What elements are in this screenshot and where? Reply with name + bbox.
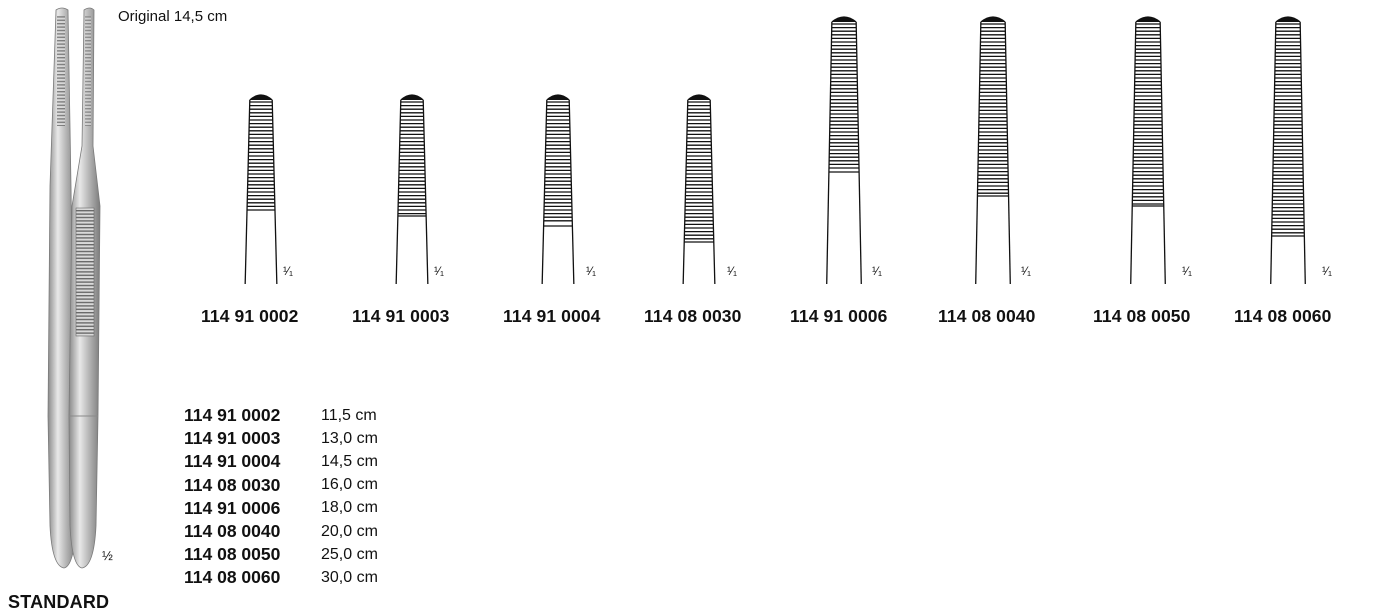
tip-drawing-3 [541,94,575,284]
tip-scale-mark-1: ¹⁄₁ [283,264,294,278]
size-length: 18,0 cm [321,499,378,517]
tip-code-1: 114 91 0002 [201,306,299,326]
size-code: 114 08 0030 [184,474,281,495]
size-code: 114 08 0060 [184,567,281,588]
size-row: 114 91 0002 11,5 cm [184,404,378,427]
tip-scale-mark-4: ¹⁄₁ [727,264,738,278]
tip-code-4: 114 08 0030 [644,306,742,326]
tip-code-5: 114 91 0006 [790,306,888,326]
size-length: 14,5 cm [321,452,378,470]
tip-drawing-5 [826,16,862,284]
tip-code-3: 114 91 0004 [503,306,601,326]
size-row: 114 08 0060 30,0 cm [184,566,378,589]
size-code: 114 08 0050 [184,544,281,565]
tip-drawing-6 [975,16,1011,284]
size-row: 114 91 0004 14,5 cm [184,450,378,473]
size-code: 114 91 0006 [184,497,281,518]
category-title: STANDARD [8,592,110,612]
size-length: 20,0 cm [321,522,378,540]
tip-drawing-8 [1270,16,1306,284]
tip-drawing-1 [244,94,278,284]
tip-code-8: 114 08 0060 [1234,306,1332,326]
tip-code-7: 114 08 0050 [1093,306,1191,326]
size-code: 114 91 0004 [184,451,281,472]
size-code: 114 91 0003 [184,428,281,449]
tip-code-6: 114 08 0040 [938,306,1036,326]
size-code: 114 08 0040 [184,521,281,542]
tip-scale-mark-2: ¹⁄₁ [434,264,445,278]
size-row: 114 91 0006 18,0 cm [184,497,378,520]
size-list: 114 91 0002 11,5 cm 114 91 0003 13,0 cm 11… [184,404,378,590]
tip-scale-mark-8: ¹⁄₁ [1322,264,1333,278]
tip-scale-mark-5: ¹⁄₁ [872,264,883,278]
size-row: 114 08 0050 25,0 cm [184,543,378,566]
size-length: 13,0 cm [321,429,378,447]
tip-drawing-2 [395,94,429,284]
tip-scale-mark-6: ¹⁄₁ [1021,264,1032,278]
overview-scale-mark: ½ [102,548,113,563]
size-length: 11,5 cm [321,406,377,424]
size-code: 114 91 0002 [184,405,281,426]
size-row: 114 08 0030 16,0 cm [184,474,378,497]
size-length: 16,0 cm [321,476,378,494]
size-row: 114 91 0003 13,0 cm [184,427,378,450]
size-length: 25,0 cm [321,545,378,563]
tip-drawing-4 [682,94,716,284]
tip-drawing-7 [1130,16,1166,284]
tip-scale-mark-7: ¹⁄₁ [1182,264,1193,278]
size-row: 114 08 0040 20,0 cm [184,520,378,543]
forceps-overview-image [47,7,101,569]
size-length: 30,0 cm [321,568,378,586]
original-size-label: Original 14,5 cm [118,8,228,25]
tip-scale-mark-3: ¹⁄₁ [586,264,597,278]
tip-code-2: 114 91 0003 [352,306,450,326]
